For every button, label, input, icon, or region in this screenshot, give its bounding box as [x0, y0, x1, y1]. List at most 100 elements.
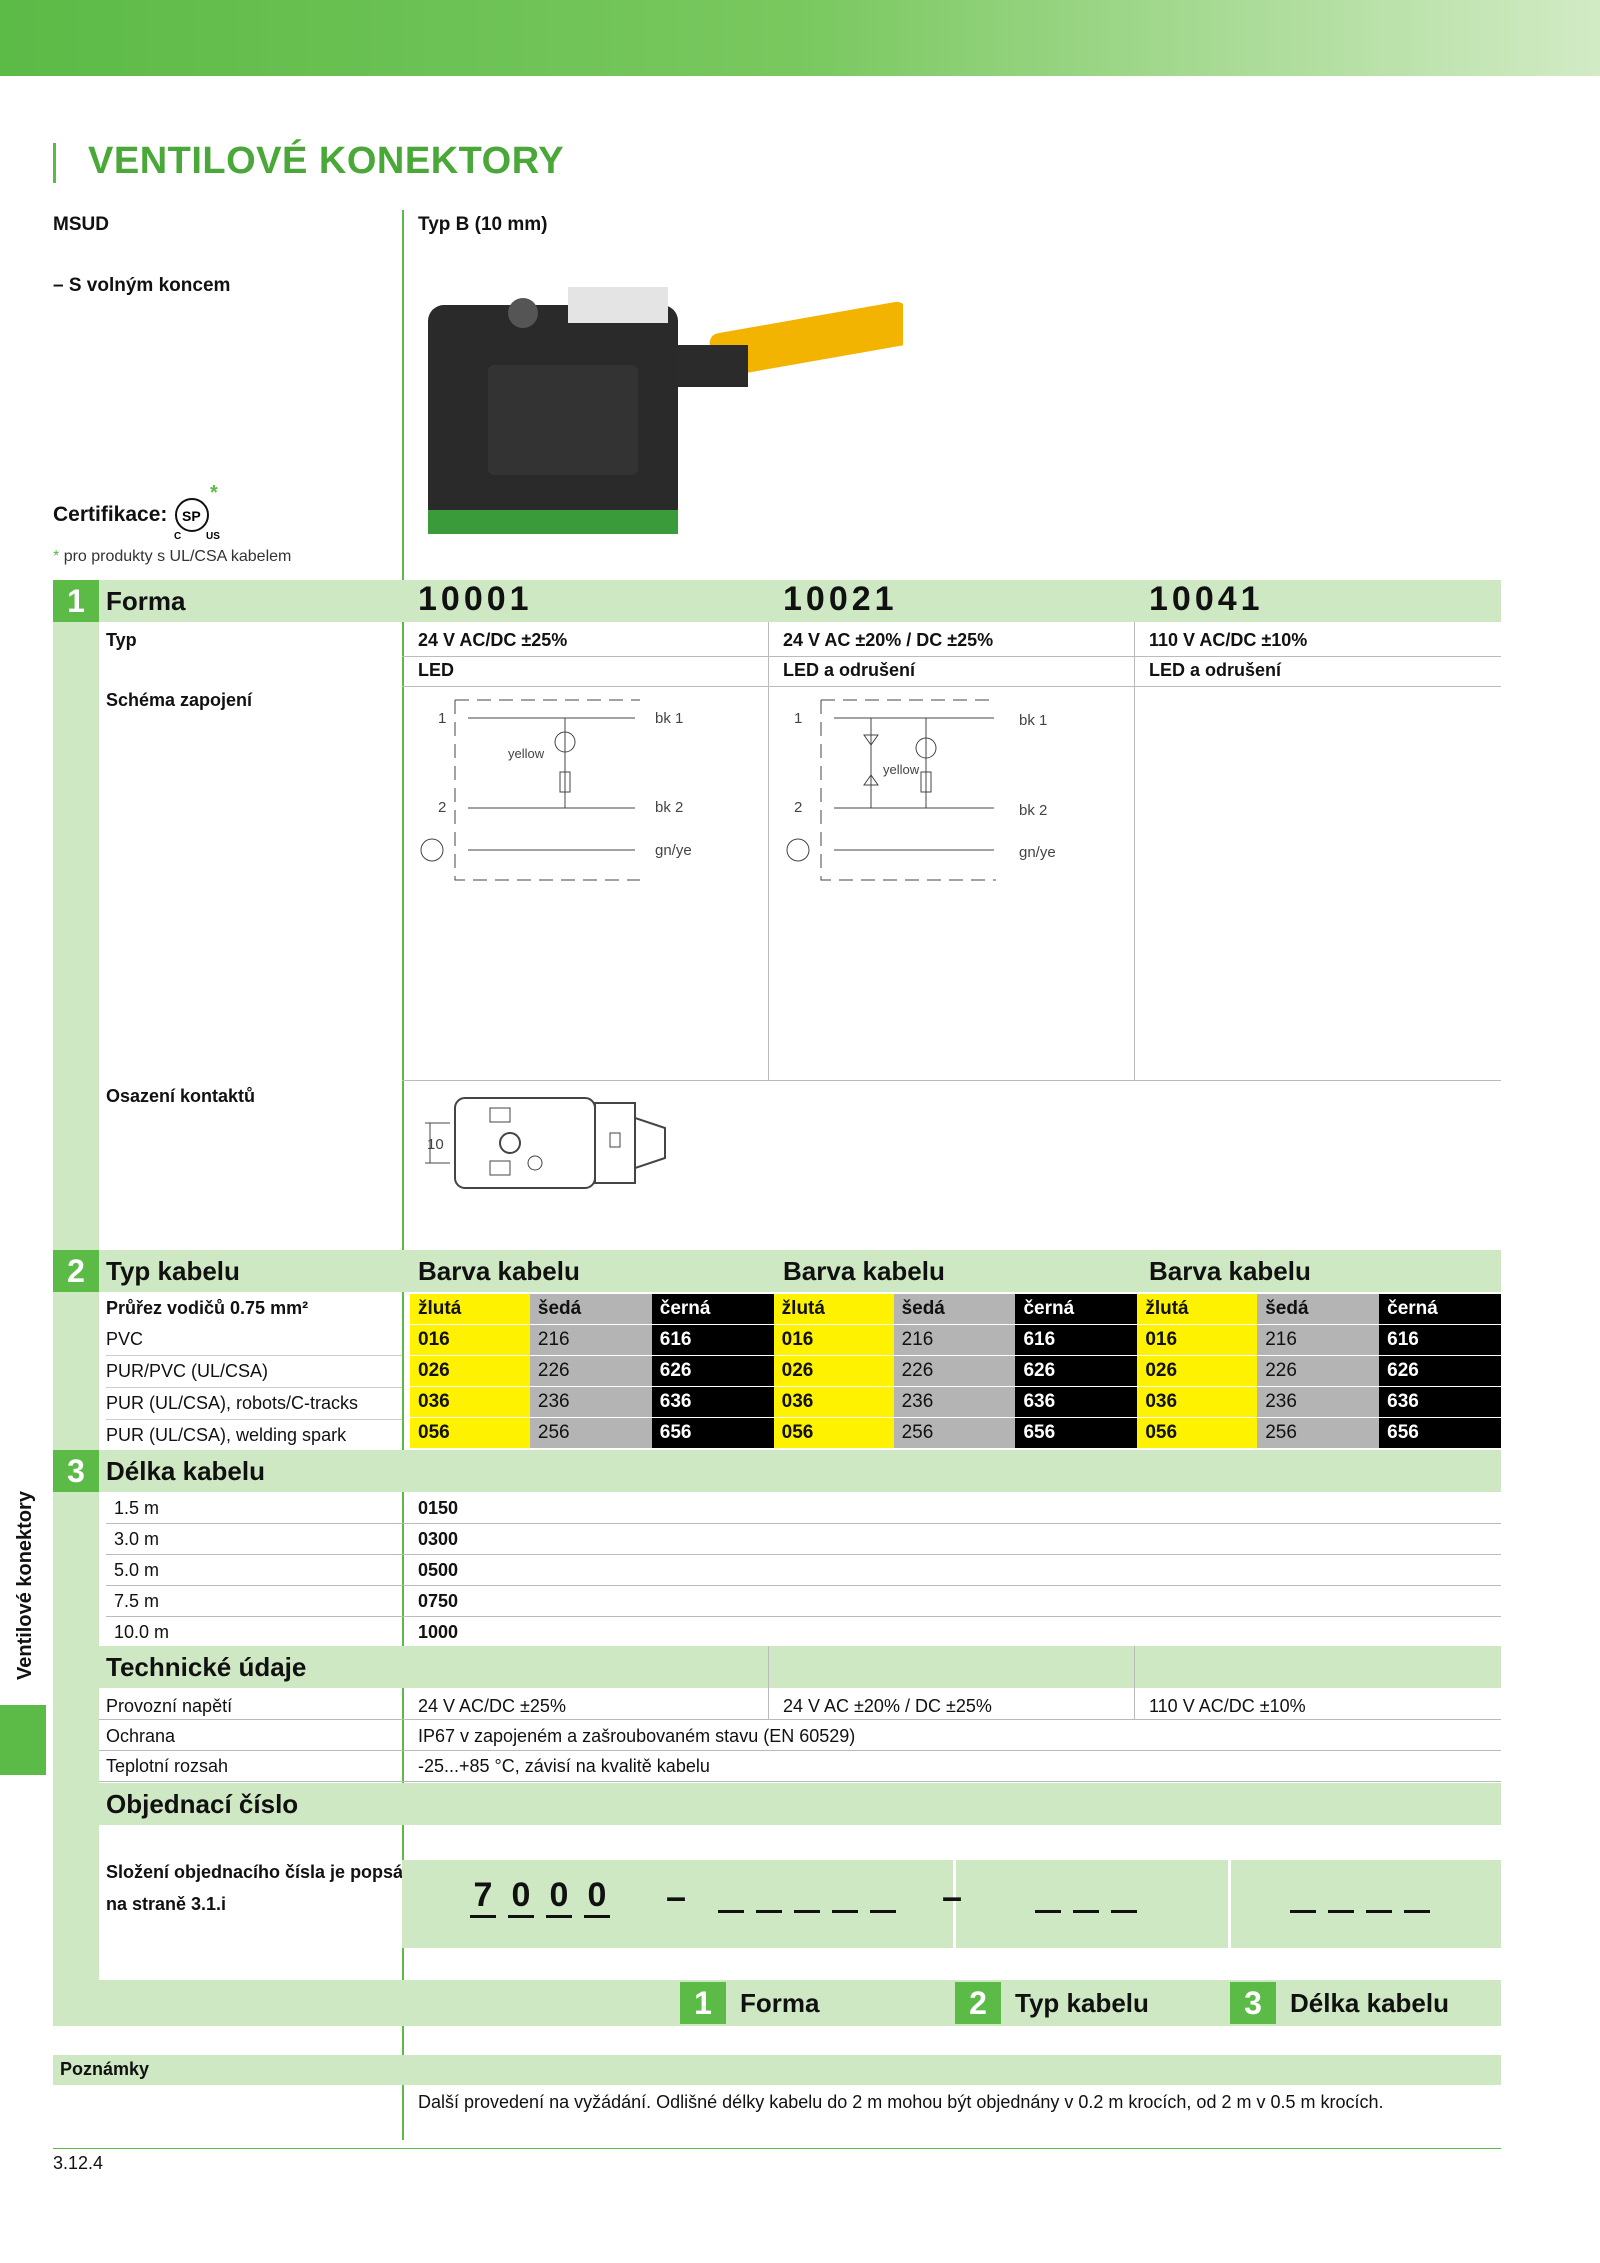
order-header-bg — [53, 1783, 1501, 1825]
diagram1-pin1: 1 — [438, 710, 446, 727]
svg-text:C: C — [174, 531, 181, 541]
cable-type-label: PUR (UL/CSA), welding spark — [106, 1420, 402, 1452]
product-code-1: 10001 — [418, 580, 533, 618]
cable-color-cell: šedá — [893, 1294, 1016, 1324]
length-label: 10.0 m — [114, 1622, 170, 1642]
svg-text:*: * — [210, 485, 218, 504]
length-row: 5.0 m 0500 — [106, 1555, 1501, 1586]
notes-header-bg — [53, 2055, 1501, 2085]
cable-code-cell: 056 — [773, 1418, 894, 1448]
cable-code-cell: 016 — [410, 1325, 530, 1355]
osazeni-label: Osazení kontaktů — [106, 1086, 256, 1106]
cable-code-cell: 016 — [773, 1325, 894, 1355]
napeti-3: 110 V AC/DC ±10% — [1149, 1696, 1306, 1716]
length-code: 0500 — [418, 1560, 459, 1580]
prurez-label: Průřez vodičů 0.75 mm² — [106, 1298, 309, 1318]
cable-code-cell: 626 — [651, 1356, 774, 1386]
notes-text: Další provedení na vyžádání. Odlišné dél… — [418, 2092, 1384, 2112]
wiring-diagram-1: 1 2 bk 1 bk 2 gn/ye yellow — [420, 699, 692, 881]
cert-label: Certifikace: — [53, 503, 168, 526]
side-tab: Ventilové konektory — [14, 1491, 36, 1680]
row-divider — [402, 1080, 1501, 1081]
cable-color-cell: černá — [651, 1294, 774, 1324]
length-code: 0150 — [418, 1498, 459, 1518]
column-divider-3 — [1134, 580, 1135, 1080]
cable-code-cell: 636 — [1015, 1387, 1138, 1417]
cable-code-cell: 216 — [893, 1325, 1016, 1355]
cable-code-cell: 616 — [1015, 1325, 1138, 1355]
legend-1-number: 1 — [680, 1982, 726, 2024]
cable-code-cell: 216 — [529, 1325, 652, 1355]
length-row: 1.5 m 0150 — [106, 1493, 1501, 1524]
feature-1: LED — [418, 660, 454, 680]
section2-number: 2 — [53, 1250, 99, 1292]
cable-type-label: PUR (UL/CSA), robots/C-tracks — [106, 1388, 402, 1420]
legend-3-label: Délka kabelu — [1290, 1988, 1449, 2018]
column-divider-2 — [768, 580, 769, 1080]
diagram1-bk2: bk 2 — [655, 799, 683, 816]
ochrana-label: Ochrana — [106, 1726, 176, 1746]
legend-3-number: 3 — [1230, 1982, 1276, 2024]
product-code-3: 10041 — [1149, 580, 1264, 618]
section3-header-bg — [53, 1450, 1501, 1492]
diagram2-bk1: bk 1 — [1019, 712, 1047, 729]
length-code: 1000 — [418, 1622, 459, 1642]
cable-type-label: PVC — [106, 1324, 402, 1356]
napeti-label: Provozní napětí — [106, 1696, 233, 1716]
cable-color-cell: černá — [1379, 1294, 1502, 1324]
diagram1-bk1: bk 1 — [655, 710, 683, 727]
feature-3: LED a odrušení — [1149, 660, 1282, 680]
cable-code-cell: 226 — [1257, 1356, 1380, 1386]
cert-note: * pro produkty s UL/CSA kabelem — [53, 548, 292, 565]
column-divider-main — [402, 210, 404, 2140]
csa-logo: SP C US * — [174, 485, 220, 541]
typ-label: Typ — [106, 630, 137, 650]
cable-code-cell: 216 — [1257, 1325, 1380, 1355]
dimension-10: 10 — [427, 1136, 444, 1153]
section3-title: Délka kabelu — [106, 1456, 265, 1486]
length-label: 1.5 m — [114, 1498, 160, 1518]
voltage-2: 24 V AC ±20% / DC ±25% — [783, 630, 994, 650]
title-accent-rule — [53, 143, 56, 183]
teplota-value: -25...+85 °C, závisí na kvalitě kabelu — [418, 1756, 710, 1776]
connector-photo — [428, 287, 903, 534]
cable-code-cell: 026 — [773, 1356, 894, 1386]
cable-code-cell: 056 — [410, 1418, 530, 1448]
tech-title: Technické údaje — [106, 1652, 307, 1682]
cable-code-cell: 026 — [410, 1356, 530, 1386]
cable-code-cell: 236 — [893, 1387, 1016, 1417]
cable-code-cell: 256 — [1257, 1418, 1380, 1448]
product-name: MSUD — [53, 214, 109, 235]
length-label: 5.0 m — [114, 1560, 160, 1580]
side-tab-marker — [0, 1705, 46, 1775]
voltage-3: 110 V AC/DC ±10% — [1149, 630, 1308, 650]
order-length-slots — [1290, 1900, 1442, 1918]
napeti-1: 24 V AC/DC ±25% — [418, 1696, 566, 1716]
cable-code-cell: 636 — [1379, 1387, 1502, 1417]
product-variant: – S volným koncem — [53, 275, 231, 296]
length-label: 3.0 m — [114, 1529, 160, 1549]
diagram2-gnye: gn/ye — [1019, 844, 1056, 861]
cable-color-header-1: Barva kabelu — [418, 1256, 580, 1286]
schema-label: Schéma zapojení — [106, 690, 253, 710]
order-desc-1: Složení objednacího čísla je popsáno — [106, 1862, 426, 1882]
cable-code-cell: 636 — [651, 1387, 774, 1417]
cable-code-cell: 036 — [773, 1387, 894, 1417]
cable-code-cell: 256 — [529, 1418, 652, 1448]
cable-color-cell: žlutá — [1137, 1294, 1258, 1324]
contact-layout-drawing: 10 — [425, 1097, 666, 1189]
page-number: 3.12.4 — [53, 2153, 104, 2173]
cable-code-cell: 656 — [1379, 1418, 1502, 1448]
page-title: VENTILOVÉ KONEKTORY — [88, 140, 565, 182]
diagram1-pin2: 2 — [438, 799, 446, 816]
cable-color-cell: černá — [1015, 1294, 1138, 1324]
feature-2: LED a odrušení — [783, 660, 916, 680]
legend-1-label: Forma — [740, 1988, 820, 2018]
section1-number: 1 — [53, 580, 99, 622]
